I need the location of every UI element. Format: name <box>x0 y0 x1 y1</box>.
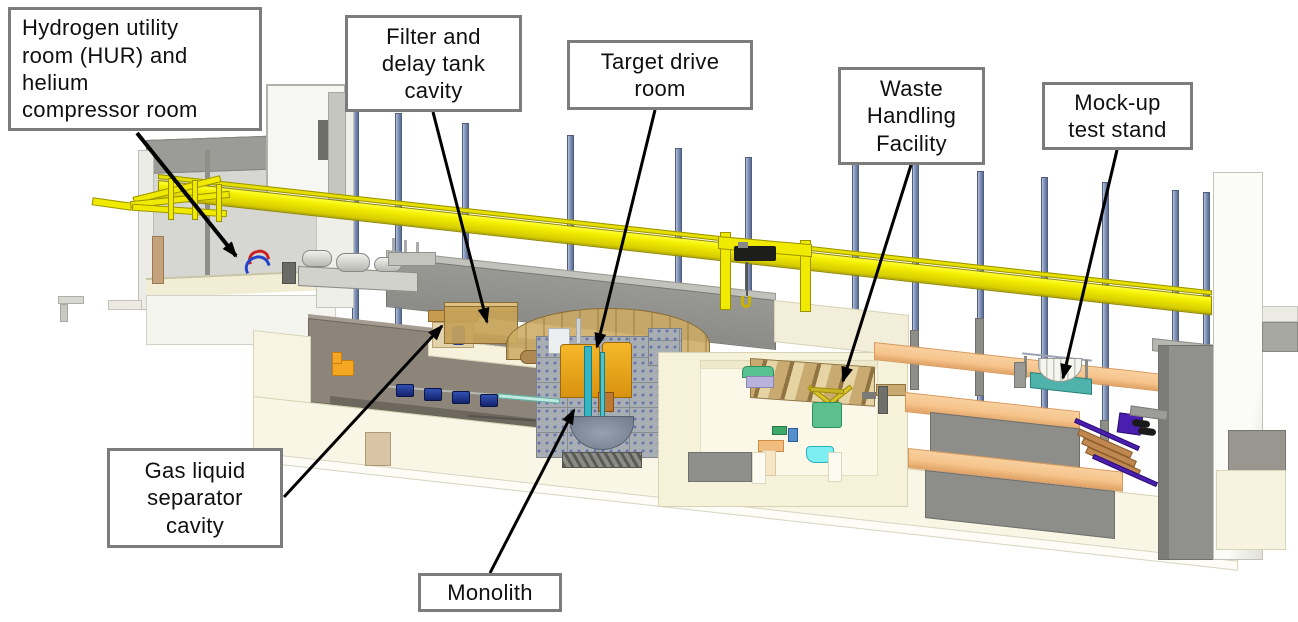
hur-yellow-truss-post <box>192 180 198 220</box>
orange-equipment-back <box>332 352 342 364</box>
hur-yellow-truss-post <box>216 184 222 222</box>
right-lower-cream-block <box>1216 470 1286 550</box>
quadrupole-magnet <box>452 391 470 404</box>
monolith-mast <box>576 318 581 344</box>
mockup-fence-post <box>1085 360 1088 380</box>
whf-pillar <box>828 452 842 482</box>
compressor-unit-dark <box>282 262 296 284</box>
callout-gas-liquid-separator-cavity: Gas liquid separator cavity <box>107 448 283 548</box>
quadrupole-magnet <box>424 388 442 401</box>
whf-lower-gray-wall <box>688 452 752 482</box>
whf-pillar <box>752 452 766 484</box>
roof-penthouse-vent <box>318 120 328 160</box>
compressor-vessel <box>302 250 332 267</box>
wall-bracket <box>58 296 84 304</box>
crane-hook-icon <box>741 296 751 308</box>
hur-yellow-pipe <box>91 197 133 211</box>
whf-green-trolley <box>812 402 842 428</box>
quadrupole-magnet <box>480 394 498 407</box>
callout-hur: Hydrogen utility room (HUR) and helium c… <box>8 7 262 131</box>
whf-door-gray <box>878 386 888 414</box>
callout-mockup-test-stand: Mock-up test stand <box>1042 82 1193 150</box>
hur-yellow-truss-post <box>168 178 174 220</box>
compressor-frame <box>388 252 436 266</box>
basement-door-tan <box>365 432 391 466</box>
crane-trolley-post <box>720 232 731 310</box>
whf-mint-machine-base <box>746 376 774 388</box>
right-wing-gray <box>1262 322 1298 352</box>
target-drive-shaft-secondary <box>600 352 605 426</box>
callout-filter-delay-tank-cavity: Filter and delay tank cavity <box>345 15 522 112</box>
whf-green-panel <box>772 426 787 435</box>
callout-target-drive-room: Target drive room <box>567 40 753 110</box>
whf-sign <box>862 392 876 399</box>
callout-monolith: Monolith <box>418 573 562 612</box>
crane-hook-cable <box>746 262 748 296</box>
compressor-vessel <box>336 253 370 272</box>
compressor-pipe <box>392 238 395 262</box>
target-vessel-yellow <box>560 344 600 398</box>
crane-trolley-post <box>800 240 811 312</box>
hur-ledge <box>108 300 142 310</box>
steel-column <box>852 157 859 317</box>
crane-hoist-detail <box>738 242 748 248</box>
steel-column <box>1102 182 1109 453</box>
wall-bracket-leg <box>60 304 68 322</box>
hur-duct <box>152 236 164 284</box>
crane-hoist <box>734 246 776 261</box>
quadrupole-magnet <box>396 384 414 397</box>
whf-blue-panel <box>788 428 798 442</box>
right-wing-white <box>1262 306 1298 322</box>
right-gray-block <box>1158 345 1218 560</box>
roof-penthouse-side <box>328 92 346 204</box>
mockup-gray-block <box>1014 362 1026 388</box>
monolith-base-hatch <box>562 452 642 468</box>
target-vessel-yellow <box>602 342 632 398</box>
callout-waste-handling-facility: Waste Handling Facility <box>838 67 985 165</box>
